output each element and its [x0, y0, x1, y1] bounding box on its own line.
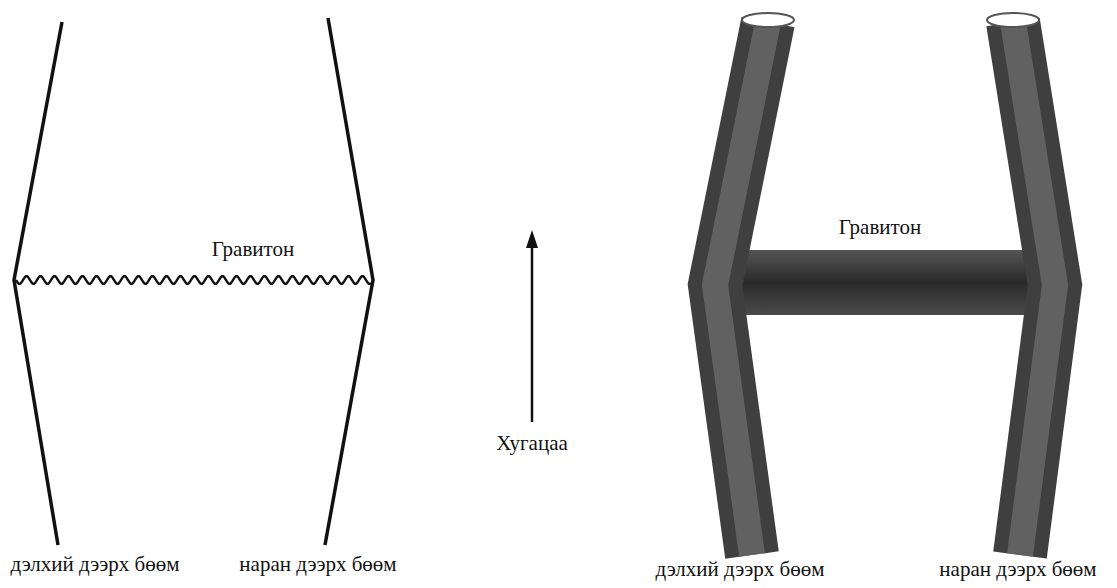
particle-label: дэлхий дээрх бөөм [655, 558, 824, 581]
particle-tube [715, 22, 768, 555]
axis-label: Хугацаа [496, 432, 568, 455]
graviton-tube [735, 250, 1035, 315]
tube-highlight [1013, 22, 1055, 555]
particle-label: наран дээрх бөөм [939, 558, 1096, 581]
time-arrow [531, 244, 534, 422]
arrow-head [526, 230, 538, 248]
tube-highlight [715, 22, 768, 555]
graviton-wave [16, 276, 371, 284]
graviton-label: Гравитон [212, 238, 294, 261]
graviton-label: Гравитон [839, 216, 921, 239]
particle-label: наран дээрх бөөм [239, 553, 396, 576]
particle-label: дэлхий дээрх бөөм [10, 553, 179, 576]
particle-tube [1013, 22, 1055, 555]
tube-cap [742, 13, 794, 27]
tube-cap [987, 13, 1039, 27]
